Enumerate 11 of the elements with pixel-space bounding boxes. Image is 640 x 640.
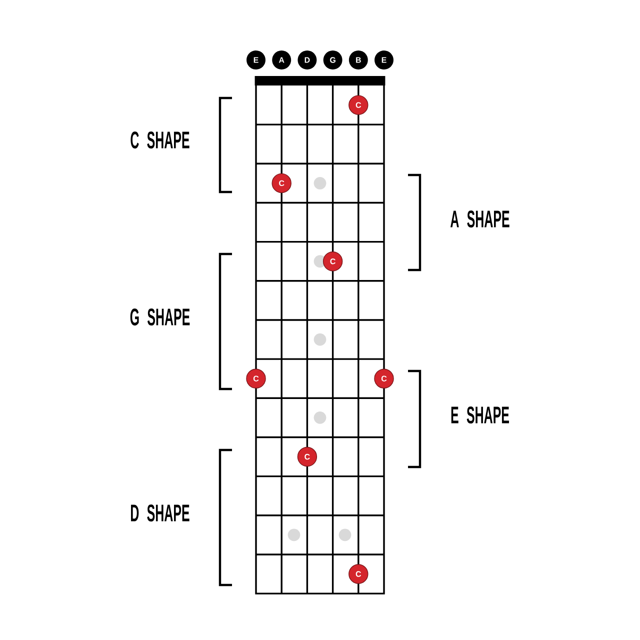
string-label: E [374,50,394,70]
shape-label: E SHAPE [451,406,509,424]
shape-label: A SHAPE [450,210,510,228]
shape-label: D SHAPE [131,504,190,522]
string-label: A [272,50,292,70]
string-label: D [298,50,317,70]
shape-label: G SHAPE [130,308,190,326]
string-label: G [323,50,342,70]
string-label: B [348,50,368,70]
shape-label: C SHAPE [130,132,190,148]
string-label: E [246,50,266,70]
